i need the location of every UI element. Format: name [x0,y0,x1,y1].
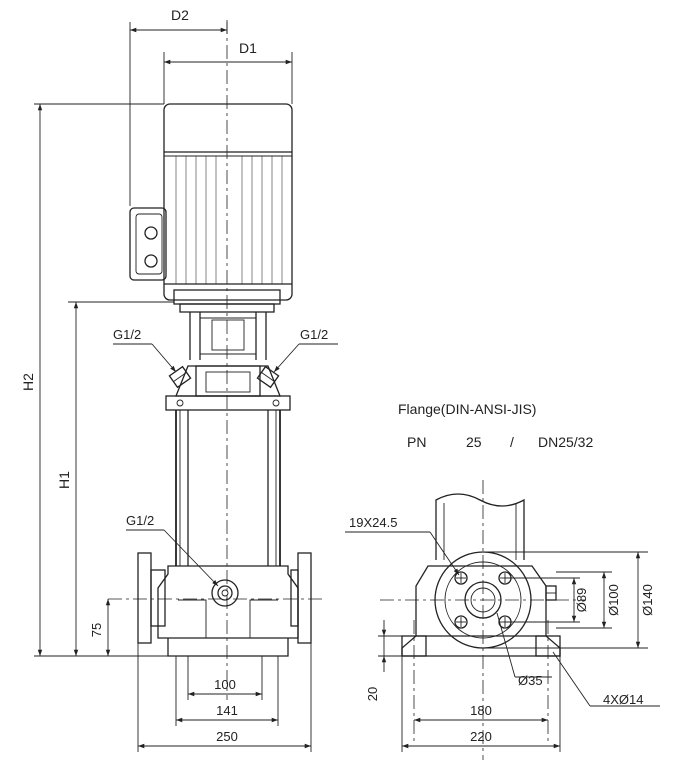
pump-base [157,565,299,657]
pump-head [165,365,291,411]
slot-label: 19X24.5 [349,515,397,530]
dim-h1-label: H1 [56,471,72,489]
vent-right-label: G1/2 [300,327,328,342]
flange-pn-label: PN [407,434,426,450]
cable-gland-icon [144,254,158,268]
flange-separator: / [510,434,514,450]
cable-gland-icon [144,226,158,240]
vent-left-label: G1/2 [113,327,141,342]
dim-d89-label: Ø89 [574,588,589,613]
outlet-flange [290,552,312,644]
dim-141-label: 141 [216,703,238,718]
terminal-box [129,207,167,281]
drain-plug-icon [211,579,239,607]
flange-pn-value: 25 [466,434,482,450]
right-vent-plug-icon [256,365,280,389]
bolt-hole-icon [454,615,468,629]
motor-cooling-fins [175,156,283,284]
holes-label: 4XØ14 [603,692,643,707]
dim-20-label: 20 [365,687,380,701]
dim-220-label: 220 [470,729,492,744]
flange-spec: Flange(DIN-ANSI-JIS) PN 25 / DN25/32 [398,401,593,450]
bolt-hole-icon [454,571,468,585]
dim-d140-label: Ø140 [640,584,655,616]
flange-dn-value: DN25/32 [538,434,593,450]
dim-d2-label: D2 [171,7,189,23]
dim-250-label: 250 [216,729,238,744]
front-dimensions: D2 D1 H2 H1 75 100 141 250 G1/2 [20,7,338,752]
dim-d1-label: D1 [239,40,257,56]
dim-100-label: 100 [214,677,236,692]
dim-180-label: 180 [470,703,492,718]
dim-d100-label: Ø100 [606,584,621,616]
motor-housing [163,103,293,301]
dim-d35-label: Ø35 [518,673,543,688]
pump-sleeve [175,410,281,566]
base-dimensions: 19X24.5 Ø89 Ø100 Ø140 Ø35 4XØ14 20 [345,515,660,752]
base-footprint-view [380,480,586,760]
left-vent-plug-icon [168,365,192,389]
drain-label: G1/2 [126,513,154,528]
dim-h2-label: H2 [20,373,36,391]
pump-front-view [108,20,326,700]
inlet-flange [137,552,166,644]
flange-title: Flange(DIN-ANSI-JIS) [398,401,536,417]
coupling-guard [189,312,267,360]
dim-75-label: 75 [89,623,104,637]
